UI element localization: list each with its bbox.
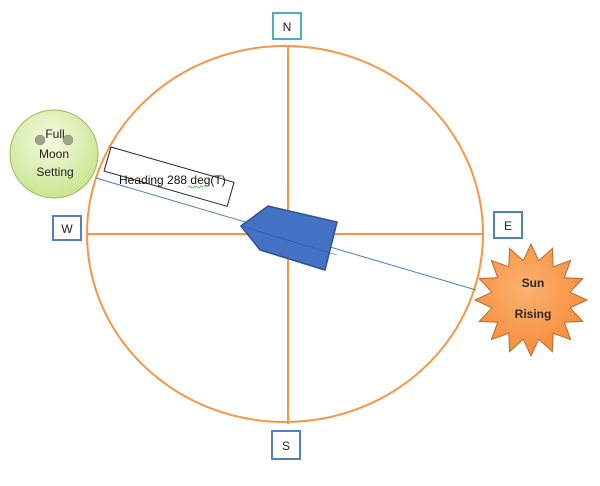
west-label: W	[61, 222, 73, 236]
sun-star-shape	[473, 242, 589, 358]
moon-shape	[9, 109, 99, 199]
moon-label-line1: Full	[45, 127, 64, 141]
moon-eye-right-icon	[62, 134, 74, 146]
east-box	[493, 211, 523, 239]
ship-icon	[239, 205, 338, 271]
heading-label-group: Heading 288 deg(T)	[103, 146, 235, 207]
heading-label: Heading 288 deg(T)	[119, 173, 226, 187]
spellcheck-underline	[187, 185, 204, 189]
north-label: N	[283, 20, 292, 34]
south-marker: S	[271, 430, 301, 460]
east-label: E	[504, 219, 512, 233]
west-marker: W	[52, 215, 82, 241]
moon-label-line2: Moon	[39, 147, 69, 161]
south-box	[271, 430, 301, 460]
south-label: S	[282, 439, 290, 453]
ship-heading-overlay	[240, 225, 338, 256]
west-box	[52, 215, 82, 241]
moon-label-line3: Setting	[36, 165, 73, 179]
full-moon-setting: Full Moon Setting	[9, 109, 99, 199]
sun-label-line1: Sun	[522, 276, 545, 290]
sun-rising: Sun Rising	[473, 242, 589, 358]
sun-label-line2: Rising	[515, 307, 552, 321]
moon-eye-left-icon	[34, 134, 46, 146]
north-box	[272, 12, 302, 40]
north-marker: N	[272, 12, 302, 40]
east-marker: E	[493, 211, 523, 239]
heading-label-box	[103, 146, 235, 207]
